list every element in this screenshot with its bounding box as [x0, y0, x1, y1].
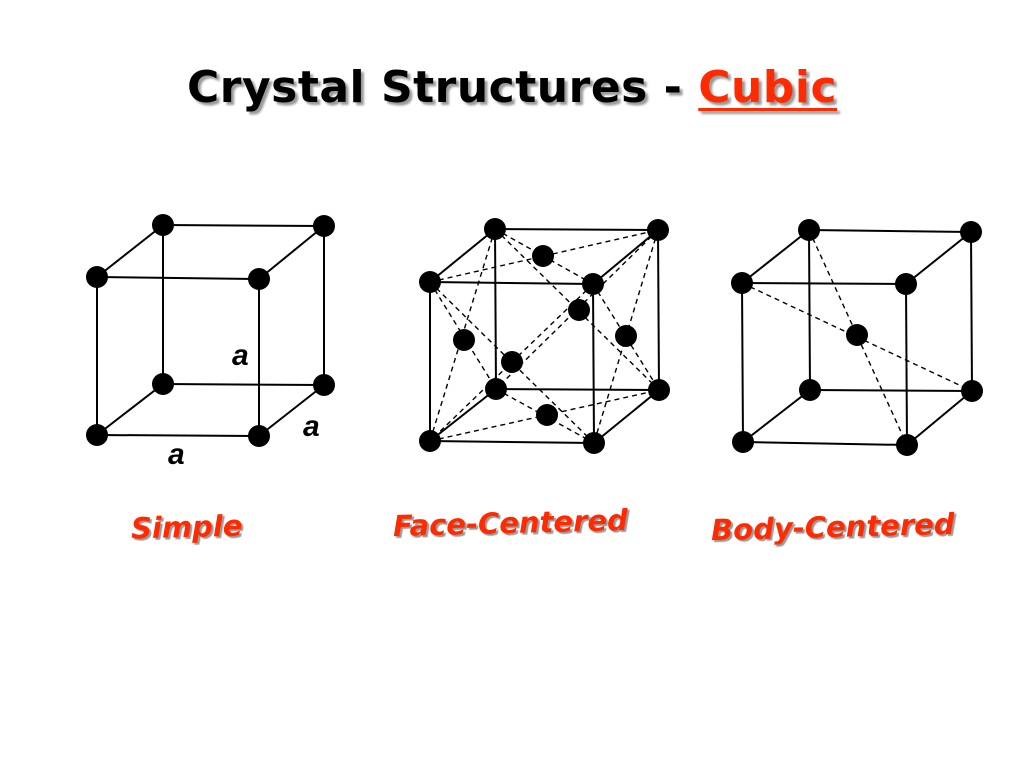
bcc-edges	[741, 229, 973, 446]
face-center-atom	[532, 245, 554, 267]
corner-atom	[485, 378, 507, 400]
atom	[152, 214, 174, 236]
corner-atom	[647, 219, 669, 241]
atom	[313, 215, 335, 237]
corner-atom	[799, 379, 821, 401]
simple-cubic-edges	[96, 224, 325, 437]
face-centered-cubic-cell	[419, 218, 670, 454]
corner-atom	[961, 380, 983, 402]
caption-face-centered: Face-Centered	[392, 502, 629, 544]
corner-atom	[419, 430, 441, 452]
bcc-atoms	[731, 219, 983, 456]
atom	[152, 373, 174, 395]
caption-body-centered: Body-Centered	[710, 506, 955, 548]
lattice-parameter-label-front: a	[232, 339, 249, 372]
corner-atom	[731, 272, 753, 294]
atom	[248, 425, 270, 447]
corner-atom	[419, 271, 441, 293]
face-center-atom	[453, 329, 475, 351]
simple-cubic-cell: a a a	[86, 214, 335, 471]
fcc-atoms	[419, 218, 670, 454]
face-center-atom	[615, 325, 637, 347]
corner-atom	[582, 273, 604, 295]
body-center-atom	[846, 324, 868, 346]
corner-atom	[484, 218, 506, 240]
corner-atom	[798, 219, 820, 241]
atom	[86, 424, 108, 446]
corner-atom	[895, 273, 917, 295]
face-center-atom	[568, 299, 590, 321]
caption-simple: Simple	[130, 508, 243, 546]
simple-cubic-atoms	[86, 214, 335, 447]
lattice-parameter-label-side: a	[303, 410, 320, 443]
corner-atom	[583, 432, 605, 454]
face-center-atom	[501, 351, 523, 373]
atom	[248, 268, 270, 290]
fcc-edges	[429, 228, 660, 444]
atom	[313, 374, 335, 396]
corner-atom	[960, 221, 982, 243]
title-accent: Cubic	[698, 62, 838, 113]
corner-atom	[732, 431, 754, 453]
title-text: Crystal Structures -	[186, 62, 699, 113]
slide-title: Crystal Structures - Cubic	[0, 62, 1024, 113]
lattice-parameter-label-bottom: a	[168, 438, 185, 471]
atom	[86, 266, 108, 288]
fcc-face-diagonals	[429, 228, 660, 444]
corner-atom	[896, 434, 918, 456]
face-center-atom	[536, 404, 558, 426]
corner-atom	[648, 379, 670, 401]
body-centered-cubic-cell	[731, 219, 983, 456]
